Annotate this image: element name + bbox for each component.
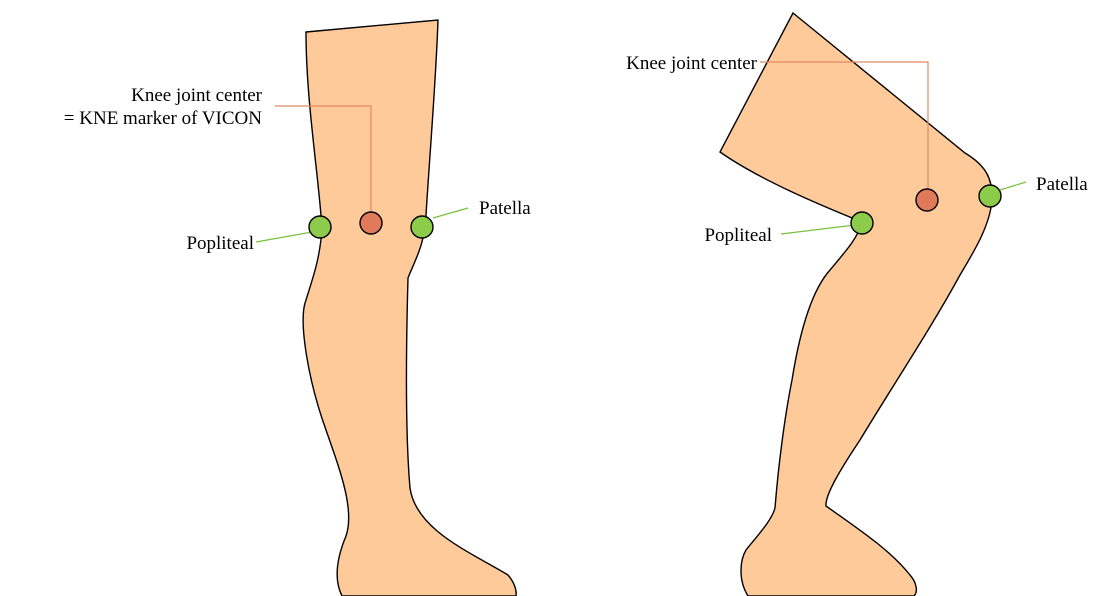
straight-leg-figure: Knee joint center = KNE marker of VICON … xyxy=(64,20,531,596)
bent-leg-figure: Knee joint center Popliteal Patella xyxy=(626,13,1088,596)
knee-center-marker xyxy=(916,189,938,211)
patella-leader-line xyxy=(433,208,468,218)
patella-leader-line xyxy=(1000,182,1026,190)
patella-marker xyxy=(979,185,1001,207)
popliteal-leader-line xyxy=(256,232,312,242)
patella-marker xyxy=(411,216,433,238)
knee-center-label-line2: = KNE marker of VICON xyxy=(64,108,262,129)
patella-label: Patella xyxy=(1036,174,1088,195)
popliteal-label: Popliteal xyxy=(186,233,254,254)
bent-leg-silhouette xyxy=(720,13,992,596)
popliteal-marker xyxy=(309,216,331,238)
popliteal-leader-line xyxy=(781,225,855,234)
patella-label: Patella xyxy=(479,198,531,219)
knee-center-label: Knee joint center xyxy=(626,53,758,74)
popliteal-label: Popliteal xyxy=(704,225,772,246)
popliteal-marker xyxy=(851,212,873,234)
knee-center-label-line1: Knee joint center xyxy=(131,85,263,106)
knee-center-marker xyxy=(360,212,382,234)
